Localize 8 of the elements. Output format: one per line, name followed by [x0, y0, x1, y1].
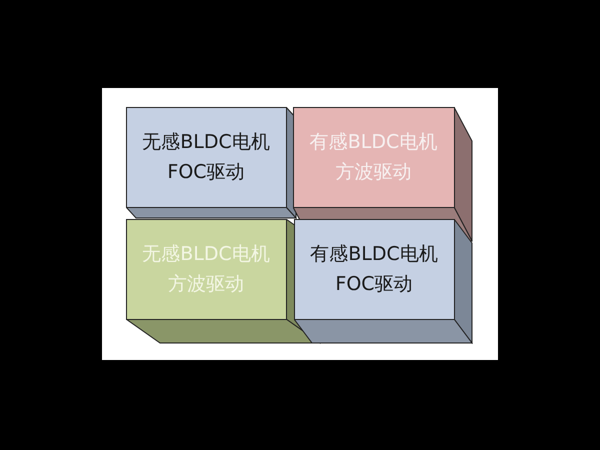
block-label: 无感BLDC电机 — [142, 242, 270, 267]
block-label: 有感BLDC电机 — [310, 242, 438, 267]
block-label: 方波驱动 — [336, 160, 412, 185]
block-label: FOC驱动 — [335, 272, 413, 297]
block-label: FOC驱动 — [167, 160, 245, 185]
block-label: 有感BLDC电机 — [310, 130, 438, 155]
block-label: 方波驱动 — [168, 272, 244, 297]
block-label: 无感BLDC电机 — [142, 130, 270, 155]
